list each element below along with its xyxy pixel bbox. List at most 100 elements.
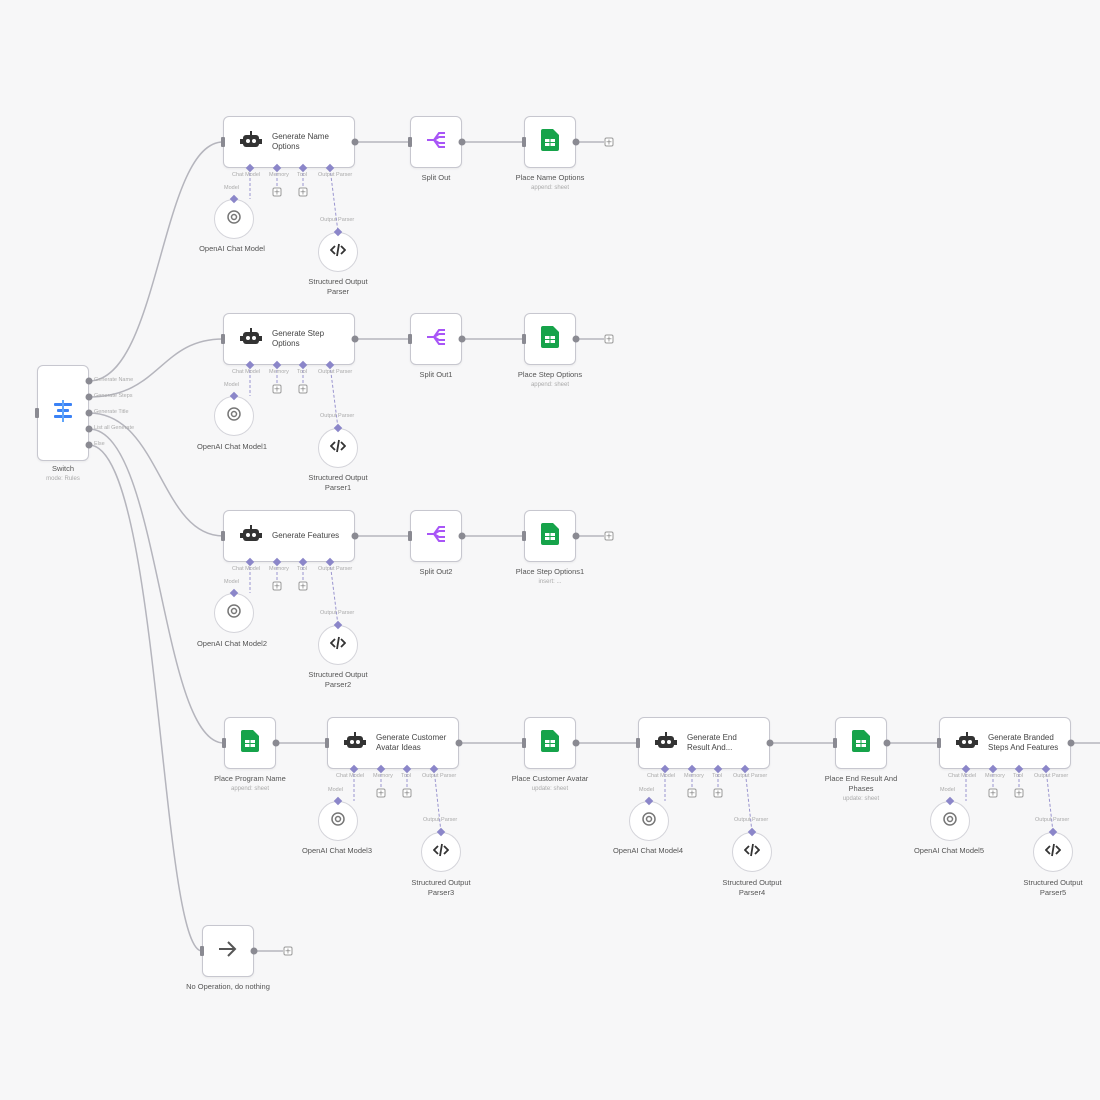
chat-model-node[interactable] <box>214 199 254 239</box>
openai-icon <box>942 811 958 832</box>
connection-line <box>88 338 224 398</box>
agent-input-handle[interactable] <box>221 334 225 344</box>
add-node-button[interactable]: + <box>298 581 308 591</box>
parser-node[interactable] <box>318 232 358 272</box>
node-output-handle[interactable] <box>458 532 466 540</box>
chat-model-node[interactable] <box>214 593 254 633</box>
agent-output-handle[interactable] <box>351 138 359 146</box>
switch-output-handle[interactable] <box>85 393 93 401</box>
noop-input-handle[interactable] <box>200 946 204 956</box>
parser-node[interactable] <box>318 428 358 468</box>
add-node-button[interactable]: + <box>713 788 723 798</box>
add-node-button[interactable]: + <box>298 384 308 394</box>
split-out1-node[interactable] <box>410 313 462 365</box>
add-node-button[interactable]: + <box>988 788 998 798</box>
node-output-handle[interactable] <box>572 739 580 747</box>
node-input-handle[interactable] <box>222 738 226 748</box>
node-input-handle[interactable] <box>522 738 526 748</box>
switch-output-handle[interactable] <box>85 409 93 417</box>
robot-icon <box>240 524 262 549</box>
parser-label: Structured Output Parser <box>308 277 368 296</box>
add-node-button[interactable]: + <box>376 788 386 798</box>
sheet-node-step-options1[interactable] <box>524 510 576 562</box>
code-icon <box>743 843 761 862</box>
node-input-handle[interactable] <box>522 137 526 147</box>
arrow-right-icon <box>218 940 238 963</box>
add-node-button[interactable]: + <box>604 334 614 344</box>
noop-output-handle[interactable] <box>250 947 258 955</box>
agent-node-features[interactable]: Generate Features <box>223 510 355 562</box>
agent-node-branded-steps[interactable]: Generate Branded Steps And Features <box>939 717 1071 769</box>
agent-output-handle[interactable] <box>351 335 359 343</box>
add-node-button[interactable]: + <box>272 187 282 197</box>
sub-label-memory: Memory <box>269 566 289 572</box>
sub-label-model: Model <box>940 787 955 793</box>
agent-input-handle[interactable] <box>221 531 225 541</box>
node-output-handle[interactable] <box>458 138 466 146</box>
parser-node[interactable] <box>1033 832 1073 872</box>
node-input-handle[interactable] <box>408 137 412 147</box>
agent-output-handle[interactable] <box>766 739 774 747</box>
sheet-node-program-name[interactable] <box>224 717 276 769</box>
node-output-handle[interactable] <box>572 138 580 146</box>
agent-node-step-options[interactable]: Generate Step Options <box>223 313 355 365</box>
switch-output-handle[interactable] <box>85 377 93 385</box>
add-node-button[interactable]: + <box>272 384 282 394</box>
agent-input-handle[interactable] <box>325 738 329 748</box>
agent-output-handle[interactable] <box>351 532 359 540</box>
add-node-button[interactable]: + <box>687 788 697 798</box>
add-node-button[interactable]: + <box>272 581 282 591</box>
switch-output-handle[interactable] <box>85 425 93 433</box>
node-output-handle[interactable] <box>458 335 466 343</box>
add-node-button[interactable]: + <box>1014 788 1024 798</box>
add-node-button[interactable]: + <box>402 788 412 798</box>
sheet-node-name-options[interactable] <box>524 116 576 168</box>
add-node-button[interactable]: + <box>283 946 293 956</box>
parser-node[interactable] <box>421 832 461 872</box>
add-node-button[interactable]: + <box>604 137 614 147</box>
sheet-node-customer-avatar[interactable] <box>524 717 576 769</box>
node-output-handle[interactable] <box>883 739 891 747</box>
node-input-handle[interactable] <box>408 334 412 344</box>
agent-node-end-result[interactable]: Generate End Result And... <box>638 717 770 769</box>
chat-model-node[interactable] <box>629 801 669 841</box>
code-icon <box>1044 843 1062 862</box>
agent-node-name-options[interactable]: Generate Name Options <box>223 116 355 168</box>
node-input-handle[interactable] <box>522 531 526 541</box>
sheet-node-step-options[interactable] <box>524 313 576 365</box>
sub-label-output-parser: Output Parser <box>318 369 353 375</box>
agent-output-handle[interactable] <box>455 739 463 747</box>
split-out2-node[interactable] <box>410 510 462 562</box>
switch-input-handle[interactable] <box>35 408 39 418</box>
noop-node[interactable] <box>202 925 254 977</box>
switch-output-handle[interactable] <box>85 441 93 449</box>
agent-output-handle[interactable] <box>1067 739 1075 747</box>
code-icon <box>329 439 347 458</box>
node-output-handle[interactable] <box>572 532 580 540</box>
parser-node[interactable] <box>318 625 358 665</box>
node-input-handle[interactable] <box>833 738 837 748</box>
add-node-button[interactable]: + <box>604 531 614 541</box>
switch-label: Switch mode: Rules <box>46 464 80 482</box>
agent-input-handle[interactable] <box>937 738 941 748</box>
agent-input-handle[interactable] <box>221 137 225 147</box>
split-out2-label: Split Out2 <box>419 567 453 576</box>
chat-model-node[interactable] <box>930 801 970 841</box>
agent-node-customer-avatar[interactable]: Generate Customer Avatar Ideas <box>327 717 459 769</box>
node-input-handle[interactable] <box>522 334 526 344</box>
node-input-handle[interactable] <box>408 531 412 541</box>
sub-label-tool: Tool <box>1013 773 1024 779</box>
switch-node[interactable] <box>37 365 89 461</box>
agent-input-handle[interactable] <box>636 738 640 748</box>
node-output-handle[interactable] <box>272 739 280 747</box>
split-out-node[interactable] <box>410 116 462 168</box>
sheet-node-end-result[interactable] <box>835 717 887 769</box>
sub-label-output-parser: Output Parser <box>318 172 353 178</box>
add-node-button[interactable]: + <box>298 187 308 197</box>
node-output-handle[interactable] <box>572 335 580 343</box>
chat-model-node[interactable] <box>318 801 358 841</box>
parser-node[interactable] <box>732 832 772 872</box>
chat-model-node[interactable] <box>214 396 254 436</box>
